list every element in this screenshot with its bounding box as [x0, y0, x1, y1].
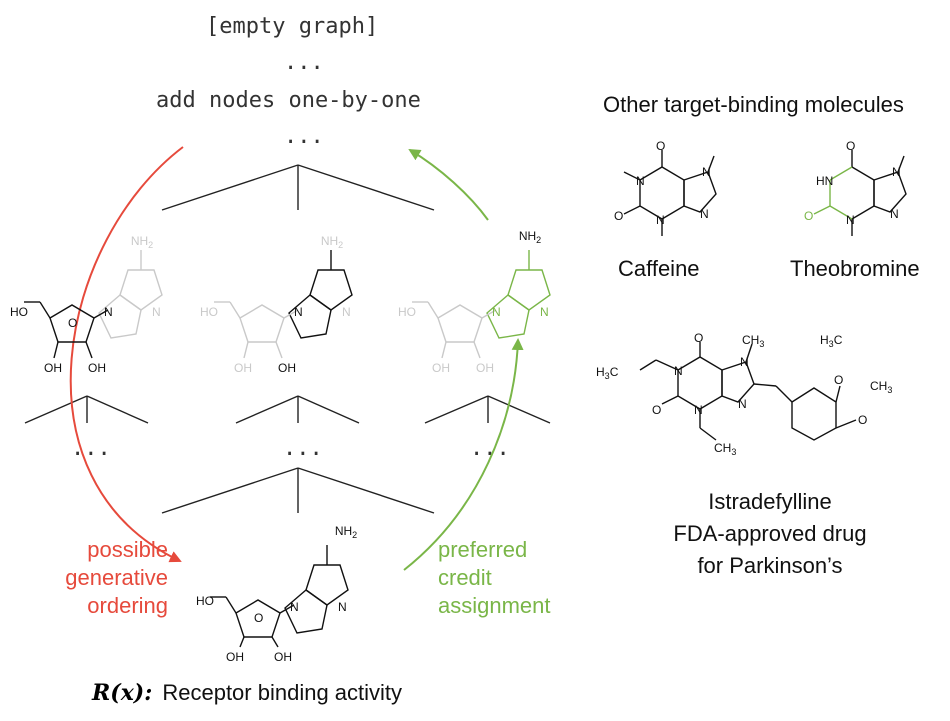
- o-atom: O: [846, 139, 855, 153]
- n-atom: N: [740, 355, 749, 369]
- n-atom: N: [152, 305, 161, 319]
- center-ellipsis: ...: [283, 436, 323, 461]
- theobromine-structure: O O HN N N N: [804, 139, 907, 236]
- theobromine-label: Theobromine: [790, 256, 920, 281]
- oh-label: OH: [88, 361, 106, 375]
- molecule-left: NH2 N HO OH OH O N: [10, 234, 163, 375]
- oh-label: OH: [234, 361, 252, 375]
- green-top-arrow: [408, 148, 489, 221]
- n-atom: N: [892, 165, 901, 179]
- nh2-label: NH2: [519, 229, 541, 245]
- credit-assignment-line2: credit: [438, 565, 492, 590]
- n-atom: N: [104, 305, 113, 319]
- green-bottom-arrow: [403, 338, 524, 571]
- o-atom: O: [68, 316, 77, 330]
- nh2-label: NH2: [321, 234, 343, 250]
- n-atom: N: [702, 165, 711, 179]
- molecule-bottom: NH2 N N HO OH OH O: [196, 524, 357, 664]
- n-atom: N: [636, 174, 645, 188]
- hn-atom: HN: [816, 174, 833, 188]
- oh-label: OH: [274, 650, 292, 664]
- credit-assignment-line1: preferred: [438, 537, 528, 562]
- generative-ordering-line1: possible: [87, 537, 168, 562]
- ch3-label: CH3: [870, 379, 892, 395]
- o-atom: O: [804, 209, 813, 223]
- nh2-label: NH2: [335, 524, 357, 540]
- istradefylline-desc2: for Parkinson’s: [697, 553, 843, 578]
- o-atom: O: [694, 331, 703, 345]
- caffeine-label: Caffeine: [618, 256, 700, 281]
- oh-label: OH: [278, 361, 296, 375]
- ho-label: HO: [196, 594, 214, 608]
- tree-center: [235, 395, 360, 424]
- reward-caption: R(x): Receptor binding activity: [92, 680, 402, 706]
- ch3-label: CH3: [714, 441, 736, 457]
- o-atom: O: [834, 373, 843, 387]
- n-atom: N: [846, 213, 855, 227]
- credit-assignment-line3: assignment: [438, 593, 551, 618]
- n-atom: N: [342, 305, 351, 319]
- tree-right: [424, 395, 551, 424]
- tree-bottom: [161, 467, 435, 514]
- molecule-right: NH2 N N HO OH OH: [398, 229, 551, 375]
- n-atom: N: [492, 305, 501, 319]
- n-atom: N: [890, 207, 899, 221]
- oh-label: OH: [226, 650, 244, 664]
- n-atom: N: [338, 600, 347, 614]
- n-atom: N: [738, 397, 747, 411]
- istradefylline-desc1: FDA-approved drug: [673, 521, 867, 546]
- n-atom: N: [540, 305, 549, 319]
- side-panel-title: Other target-binding molecules: [603, 92, 904, 117]
- add-nodes-label: add nodes one-by-one: [156, 88, 421, 113]
- ho-label: HO: [10, 305, 28, 319]
- caffeine-structure: O O N N N N: [614, 139, 717, 236]
- o-atom: O: [254, 611, 263, 625]
- molecule-center: NH2 N N HO OH OH: [200, 234, 353, 375]
- o-atom: O: [858, 413, 867, 427]
- credit-assignment-label: preferred credit assignment: [438, 536, 551, 620]
- ho-label: HO: [398, 305, 416, 319]
- tree-left: [24, 395, 149, 424]
- istradefylline-caption: Istradefylline FDA-approved drug for Par…: [660, 486, 880, 582]
- o-atom: O: [656, 139, 665, 153]
- oh-label: OH: [432, 361, 450, 375]
- h3c-label: H3C: [596, 365, 619, 381]
- n-atom: N: [290, 600, 299, 614]
- oh-label: OH: [476, 361, 494, 375]
- oh-label: OH: [44, 361, 62, 375]
- o-atom: O: [614, 209, 623, 223]
- top-ellipsis: ...: [284, 50, 324, 75]
- mid-ellipsis: ...: [284, 124, 324, 149]
- empty-graph-label: [empty graph]: [206, 14, 379, 39]
- n-atom: N: [700, 207, 709, 221]
- istradefylline-structure: O O N N N N O O H3C CH3 CH3 H3C CH3: [596, 331, 892, 457]
- n-atom: N: [656, 213, 665, 227]
- n-atom: N: [674, 364, 683, 378]
- tree-top: [161, 164, 435, 211]
- generative-ordering-label: possible generative ordering: [20, 536, 168, 620]
- ho-label: HO: [200, 305, 218, 319]
- generative-ordering-line2: generative: [65, 565, 168, 590]
- reward-text: Receptor binding activity: [162, 680, 403, 705]
- red-generative-arrow: [69, 146, 184, 563]
- nh2-label: NH2: [131, 234, 153, 250]
- istradefylline-label: Istradefylline: [708, 489, 832, 514]
- o-atom: O: [652, 403, 661, 417]
- n-atom: N: [294, 305, 303, 319]
- n-atom: N: [694, 403, 703, 417]
- reward-symbol: R(x):: [92, 680, 153, 706]
- generative-ordering-line3: ordering: [87, 593, 168, 618]
- h3c-label: H3C: [820, 333, 843, 349]
- ch3-label: CH3: [742, 333, 764, 349]
